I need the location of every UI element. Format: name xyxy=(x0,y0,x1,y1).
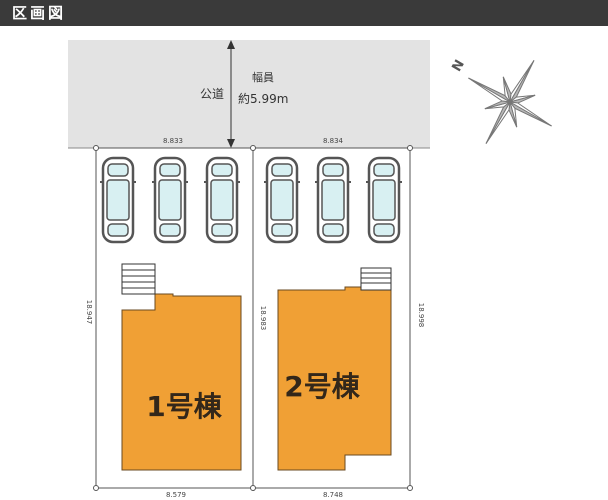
page-title: 区画図 xyxy=(12,4,67,22)
compass-north-label: N xyxy=(449,57,467,74)
building-2-stairs xyxy=(360,267,392,291)
parked-car-icon xyxy=(204,156,240,244)
compass-ray xyxy=(484,100,511,110)
lot-shared-depth: 18.983 xyxy=(259,306,267,331)
building-1: 1号棟 xyxy=(121,263,242,471)
building-2: 2号棟 xyxy=(277,267,392,471)
building-1-stairs xyxy=(121,263,156,295)
corner-marker xyxy=(407,145,413,151)
lot-1-depth: 18.947 xyxy=(85,300,93,325)
parked-car-icon xyxy=(366,156,402,244)
corner-marker xyxy=(250,485,256,491)
corner-marker xyxy=(407,485,413,491)
lot-2-frontage: 8.834 xyxy=(323,137,344,145)
arrowhead-top xyxy=(227,40,235,49)
building-1-footprint xyxy=(121,293,242,471)
building-2-label: 2号棟 xyxy=(284,370,360,403)
lot-2-depth: 18.998 xyxy=(417,303,425,328)
corner-marker xyxy=(93,145,99,151)
parking-cars xyxy=(100,156,402,244)
compass-star-icon xyxy=(468,60,552,144)
building-1-label: 1号棟 xyxy=(146,390,222,423)
parked-car-icon xyxy=(264,156,300,244)
header-bar xyxy=(0,0,608,26)
parked-car-icon xyxy=(152,156,188,244)
lot-1-rear: 8.579 xyxy=(166,491,186,499)
corner-marker xyxy=(250,145,256,151)
corner-marker xyxy=(93,485,99,491)
public-road xyxy=(68,40,430,148)
lot-1-frontage: 8.833 xyxy=(163,137,183,145)
road-width-label: 幅員 xyxy=(252,71,274,84)
parked-car-icon xyxy=(315,156,351,244)
road-label: 公道 xyxy=(200,87,224,101)
parked-car-icon xyxy=(100,156,136,244)
arrowhead-bottom xyxy=(227,139,235,148)
road-width-value: 約5.99m xyxy=(238,91,288,106)
compass-rose: N xyxy=(449,57,552,144)
lot-boundaries xyxy=(95,147,411,489)
lot-2-rear: 8.748 xyxy=(323,491,343,499)
building-2-footprint xyxy=(277,286,392,471)
lot-corner-markers xyxy=(93,145,413,491)
